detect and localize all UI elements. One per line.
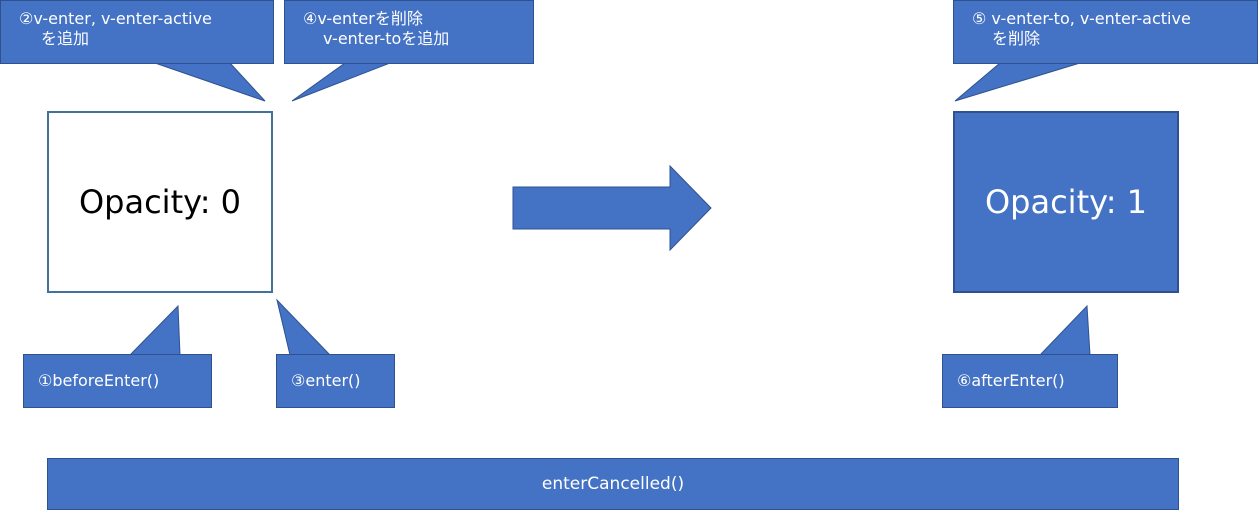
callout-before-enter: ①beforeEnter() — [23, 354, 212, 408]
callout-3-tail — [276, 298, 332, 356]
callout-enter-remove-line1: ④v-enterを削除 — [303, 9, 423, 28]
callout-after-enter-label: ⑥afterEnter() — [957, 371, 1065, 390]
state-start-label: Opacity: 0 — [78, 183, 242, 221]
callout-4-tail — [291, 62, 391, 102]
callout-enter-add: ②v-enter, v-enter-active を追加 — [0, 0, 274, 64]
callout-enter-add-line1: ②v-enter, v-enter-active — [19, 9, 212, 28]
callout-enter: ③enter() — [276, 354, 395, 408]
callout-enter-to-remove: ⑤ v-enter-to, v-enter-active を削除 — [953, 0, 1258, 64]
callout-6-tail — [1038, 304, 1091, 356]
state-end-label: Opacity: 1 — [984, 183, 1148, 221]
enter-cancelled-label: enterCancelled() — [541, 474, 685, 494]
callout-1-tail — [128, 304, 181, 356]
callout-before-enter-label: ①beforeEnter() — [38, 371, 160, 390]
callout-enter-add-line2: を追加 — [41, 29, 90, 48]
callout-enter-to-remove-line1: ⑤ v-enter-to, v-enter-active — [972, 9, 1191, 28]
callout-5-tail — [954, 62, 1081, 102]
callout-enter-remove: ④v-enterを削除 v-enter-toを追加 — [284, 0, 534, 64]
callout-enter-to-remove-line2: を削除 — [992, 29, 1041, 48]
transition-arrow — [512, 164, 712, 252]
callout-enter-remove-line2: v-enter-toを追加 — [323, 29, 450, 48]
callout-after-enter: ⑥afterEnter() — [942, 354, 1118, 408]
state-box-start: Opacity: 0 — [47, 111, 273, 293]
state-box-end: Opacity: 1 — [953, 111, 1179, 293]
enter-cancelled-bar: enterCancelled() — [47, 458, 1179, 510]
callout-2-tail — [154, 62, 266, 102]
callout-enter-label: ③enter() — [291, 371, 361, 390]
